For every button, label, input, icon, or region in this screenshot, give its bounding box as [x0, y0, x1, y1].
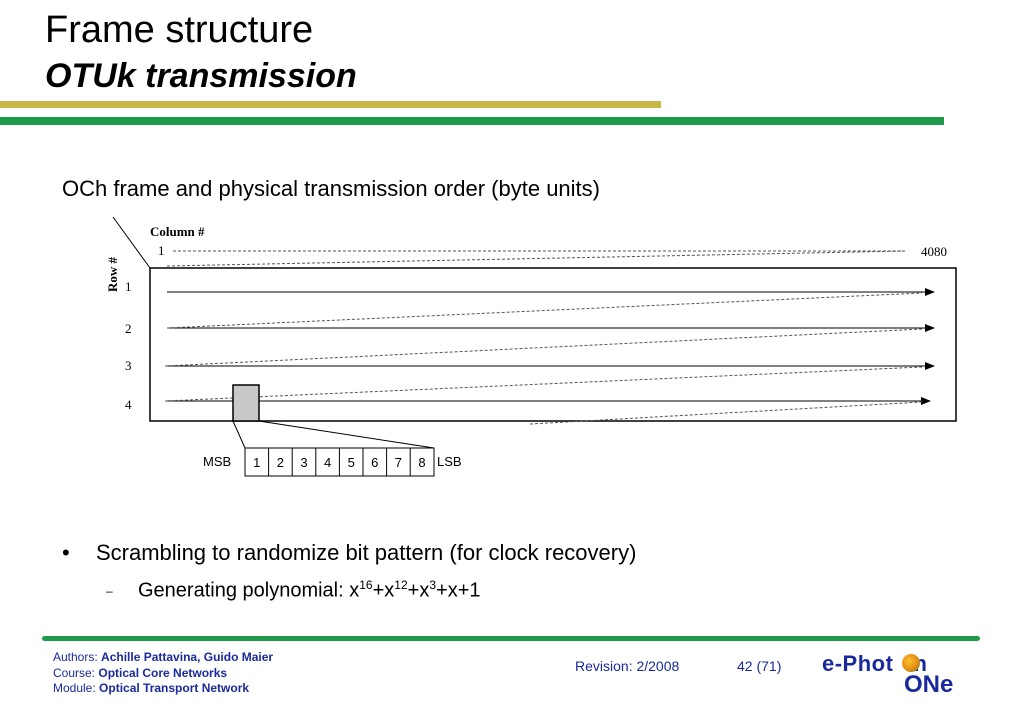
bullet-dot: • [62, 540, 70, 565]
polynomial-exp-12: 12 [394, 578, 408, 592]
return-dash-tail [529, 401, 923, 425]
bit-6: 6 [371, 455, 378, 470]
polynomial-exp-16: 16 [359, 578, 373, 592]
polynomial-mid-1: +x [372, 579, 395, 602]
polynomial-mid-2: +x [407, 579, 430, 602]
module-label: Module: [53, 681, 100, 695]
authors-value: Achille Pattavina, Guido Maier [101, 650, 274, 664]
bit-7: 7 [395, 455, 402, 470]
polynomial-exp-3: 3 [429, 578, 437, 592]
frame-box [149, 267, 957, 422]
bit-4: 4 [324, 455, 331, 470]
globe-icon [902, 654, 920, 672]
revision-text: Revision: 2/2008 [575, 658, 680, 674]
column-label: Column # [150, 224, 205, 239]
footer-course-line: Course: Optical Core Networks [53, 666, 273, 682]
polynomial-prefix: Generating polynomial: x [138, 579, 360, 602]
footer-credits: Authors: Achille Pattavina, Guido Maier … [53, 650, 273, 697]
course-label: Course: [53, 665, 99, 680]
slide-subtitle: OTUk transmission [45, 57, 357, 95]
bit-2: 2 [277, 455, 284, 470]
row-number-2: 2 [125, 321, 132, 336]
last-column-number: 4080 [921, 244, 947, 259]
bit-5: 5 [348, 455, 355, 470]
sub-bullet-polynomial: –Generating polynomial: x16+x12+x3+x+1 [106, 578, 481, 603]
header-green-bar [0, 117, 944, 125]
bullet-scrambling-text: Scrambling to randomize bit pattern (for… [96, 540, 637, 565]
row-number-1: 1 [125, 279, 132, 294]
authors-label: Authors: [53, 650, 102, 664]
return-dash-1-2 [166, 292, 923, 329]
first-column-number: 1 [158, 243, 165, 258]
row-label: Row # [105, 256, 120, 292]
bit-8: 8 [418, 455, 425, 470]
section-heading: OCh frame and physical transmission orde… [62, 176, 600, 201]
page-number: 42 (71) [737, 658, 782, 674]
corner-pointer-line [112, 216, 151, 269]
logo-line-2: ONe [904, 671, 954, 698]
module-value: Optical Transport Network [99, 681, 250, 695]
return-dash-3-4 [164, 366, 923, 402]
bit-3: 3 [300, 455, 307, 470]
slide-title: Frame structure [45, 9, 314, 51]
row-number-3: 3 [125, 358, 132, 373]
course-value: Optical Core Networks [98, 665, 228, 680]
bullet-scrambling: • Scrambling to randomize bit pattern (fo… [62, 540, 636, 566]
header-yellow-bar [0, 101, 661, 108]
zoom-line-right [258, 420, 435, 449]
row-number-4: 4 [125, 397, 132, 412]
polynomial-tail: +x+1 [436, 579, 481, 602]
lsb-label: LSB [437, 454, 462, 469]
bit-1: 1 [253, 455, 260, 470]
highlighted-byte [232, 384, 260, 422]
return-dash-2-3 [164, 328, 923, 367]
footer-module-line: Module: Optical Transport Network [53, 681, 273, 697]
msb-label: MSB [203, 454, 231, 469]
footer-green-line [42, 636, 980, 641]
footer-authors-line: Authors: Achille Pattavina, Guido Maier [53, 650, 273, 666]
sub-bullet-dash: – [106, 584, 113, 599]
column-return-dash [166, 250, 906, 267]
zoom-line-left [232, 420, 246, 449]
